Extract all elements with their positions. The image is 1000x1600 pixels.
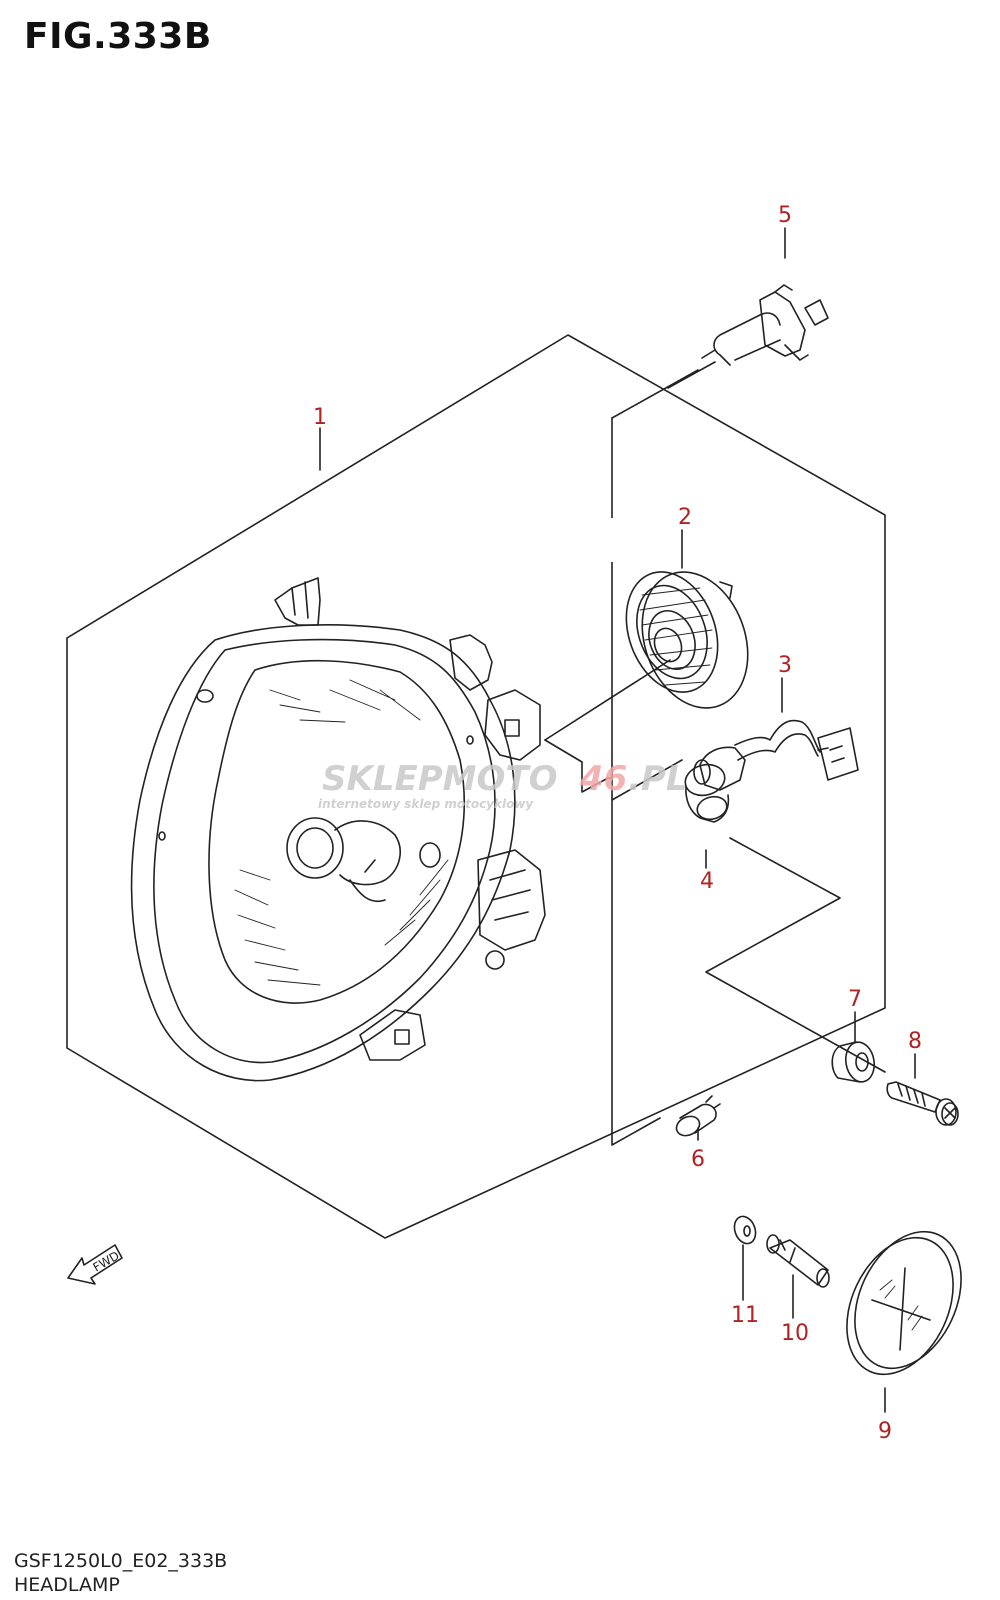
watermark-brand-b: 46 (579, 759, 627, 799)
callout-9: 9 (878, 1419, 892, 1444)
part-9-cap (846, 1230, 962, 1376)
callout-3: 3 (778, 653, 792, 678)
callout-5: 5 (778, 203, 792, 228)
upper-right-mount (449, 634, 493, 691)
part-3-socket (693, 719, 859, 791)
callout-8: 8 (908, 1029, 922, 1054)
figure-code: GSF1250L0_E02_333B (14, 1550, 228, 1572)
subassembly-frame (611, 369, 699, 419)
part-10-pin (766, 1234, 830, 1288)
watermark-brand-a: SKLEPMOTO (322, 759, 557, 799)
part-2-cover (625, 571, 749, 709)
top-bracket (274, 577, 321, 626)
figure-name: HEADLAMP (14, 1574, 120, 1596)
fwd-arrow-icon (67, 1244, 123, 1285)
part-4-grommet (684, 763, 730, 823)
inner-socket (286, 817, 344, 879)
callout-11: 11 (731, 1303, 759, 1328)
watermark-tagline: internetowy sklep motocyklowy (318, 797, 534, 811)
callout-10: 10 (781, 1321, 809, 1346)
figure-title: FIG.333B (24, 16, 212, 57)
lower-right-mount (477, 849, 546, 951)
part-11-washer (733, 1215, 757, 1245)
watermark: SKLEPMOTO 46 .PL internetowy sklep motoc… (318, 759, 688, 811)
watermark-brand-c: .PL (628, 759, 688, 799)
subassembly-frame-left (611, 417, 661, 1146)
callout-2: 2 (678, 505, 692, 530)
part-6-small-bulb (675, 1095, 721, 1137)
callout-4: 4 (700, 869, 714, 894)
headlamp-housing (130, 623, 516, 1082)
part-8-screw (886, 1081, 959, 1126)
callout-7: 7 (848, 987, 862, 1012)
assembly-frame (66, 334, 886, 1239)
fwd-label: FWD (91, 1248, 122, 1274)
callout-1: 1 (313, 405, 327, 430)
part-5-bulb (701, 284, 829, 366)
bottom-bracket (359, 1009, 426, 1061)
part-7-collar (831, 1041, 876, 1083)
reflector-bowl (208, 659, 466, 1004)
callout-6: 6 (691, 1147, 705, 1172)
